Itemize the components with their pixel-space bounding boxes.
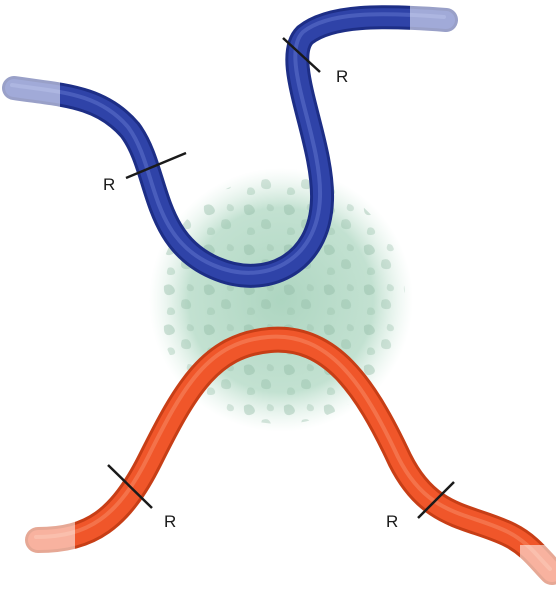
label-orange-left: R xyxy=(164,512,176,531)
label-blue-left: R xyxy=(103,175,115,194)
label-blue-top-right: R xyxy=(336,67,348,86)
label-orange-right: R xyxy=(386,512,398,531)
